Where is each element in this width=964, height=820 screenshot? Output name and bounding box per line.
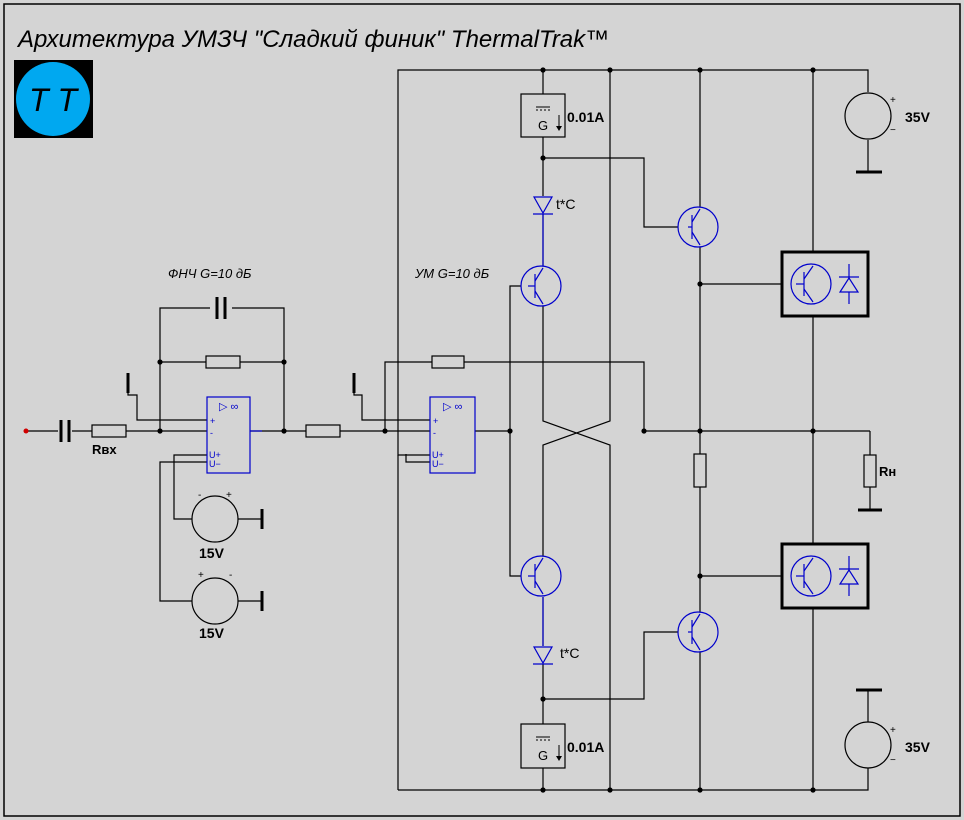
rail-bottom-minus: −: [890, 755, 896, 766]
current-sources: [520, 93, 566, 769]
lpf-opamp-plus: +: [210, 416, 215, 426]
logo: T T: [14, 60, 93, 138]
rail-bottom-label: 35V: [905, 739, 931, 755]
amp-opamp-uplus: U+: [432, 450, 444, 460]
lpf-supply-bottom-minus: -: [229, 570, 232, 581]
input-capacitor: [59, 420, 71, 442]
current-top-gen-symbol: G: [538, 118, 548, 133]
lpf-opamp-uminus: U−: [209, 459, 221, 469]
lpf-opamp-infinity: ▷ ∞: [219, 401, 238, 413]
amp-stage-label: УМ G=10 дБ: [414, 266, 490, 281]
rail-bottom-plus: +: [890, 725, 896, 736]
thermal-top-label: t*C: [556, 196, 575, 212]
junction-dots: [157, 67, 816, 793]
vas-top-transistor: [520, 265, 562, 307]
lpf-supply-top-plus: +: [226, 490, 232, 501]
lpf-opamp-minus: -: [210, 428, 213, 438]
input-node[interactable]: [23, 428, 29, 434]
current-source-marks: [536, 106, 560, 758]
driver-bottom-transistor: [677, 611, 719, 653]
lpf-opamp-uplus: U+: [209, 450, 221, 460]
lpf-supply-bottom-plus: +: [198, 570, 204, 581]
current-top-label: 0.01A: [567, 109, 604, 125]
page-title: Архитектура УМЗЧ "Сладкий финик" Thermal…: [16, 26, 609, 53]
lpf-supply-bottom-label: 15V: [199, 625, 225, 641]
interstage-resistor: [305, 424, 341, 438]
load-resistor-label: Rн: [879, 464, 896, 479]
rail-sources: [844, 92, 892, 769]
lpf-supply-top-minus: -: [198, 490, 201, 501]
lpf-supply-sources: [191, 495, 239, 625]
resistors: [91, 355, 877, 488]
lpf-feedback-capacitor: [215, 297, 227, 319]
amp-opamp-plus: +: [433, 416, 438, 426]
thermaltrak-bottom: [780, 542, 870, 610]
amp-opamp-minus: -: [433, 428, 436, 438]
lpf-feedback-resistor: [205, 355, 241, 369]
bias-resistor: [693, 453, 707, 488]
transistors: [520, 206, 719, 653]
rail-top-label: 35V: [905, 109, 931, 125]
current-bottom-label: 0.01A: [567, 739, 604, 755]
ground-symbols: [126, 170, 882, 692]
input-resistor-label: Rвх: [92, 442, 117, 457]
rail-top-minus: −: [890, 125, 896, 136]
amp-opamp-uminus: U−: [432, 459, 444, 469]
thermal-bottom-label: t*C: [560, 645, 579, 661]
vas-bottom-transistor: [520, 555, 562, 597]
input-resistor: [91, 424, 127, 438]
thermaltrak-top: [780, 250, 870, 318]
frame: [3, 3, 961, 817]
rail-top-plus: +: [890, 95, 896, 106]
driver-top-transistor: [677, 206, 719, 248]
amp-feedback-resistor: [431, 355, 465, 369]
logo-text: T T: [29, 82, 79, 118]
current-bottom-gen-symbol: G: [538, 748, 548, 763]
lpf-opamp: [206, 396, 262, 474]
amp-opamp: [429, 396, 476, 474]
lpf-stage-label: ФНЧ G=10 дБ: [168, 266, 252, 281]
lpf-supply-top-label: 15V: [199, 545, 225, 561]
amp-opamp-infinity: ▷ ∞: [443, 401, 462, 413]
load-resistor: [863, 454, 877, 488]
thermal-diodes: [532, 196, 554, 665]
